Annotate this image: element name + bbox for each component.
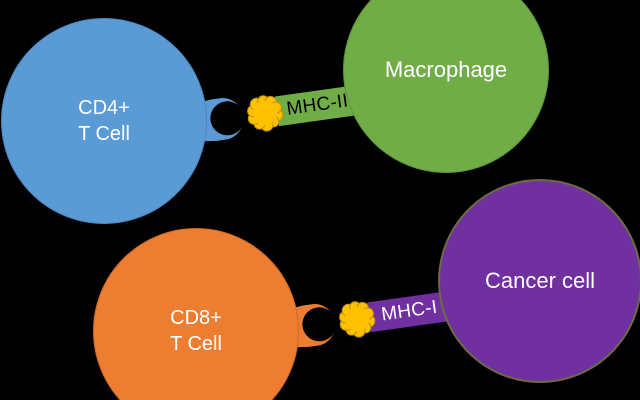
- cell-cd8-t-cell: CD8+ T Cell: [93, 228, 299, 400]
- cd8-label-line2: T Cell: [170, 333, 222, 355]
- macrophage-label: Macrophage: [384, 57, 508, 82]
- cancer-cell-label: Cancer cell: [484, 268, 596, 293]
- cell-cancer: Cancer cell: [438, 179, 640, 383]
- cd4-label-line2: T Cell: [78, 123, 130, 145]
- cd4-label-line1: CD4+: [78, 97, 130, 119]
- cell-macrophage: Macrophage: [343, 0, 549, 173]
- antigen-icon: [339, 301, 376, 338]
- cell-cd4-t-cell: CD4+ T Cell: [1, 18, 207, 224]
- antigen-icon: [247, 95, 284, 132]
- cd8-label-line1: CD8+: [170, 307, 222, 329]
